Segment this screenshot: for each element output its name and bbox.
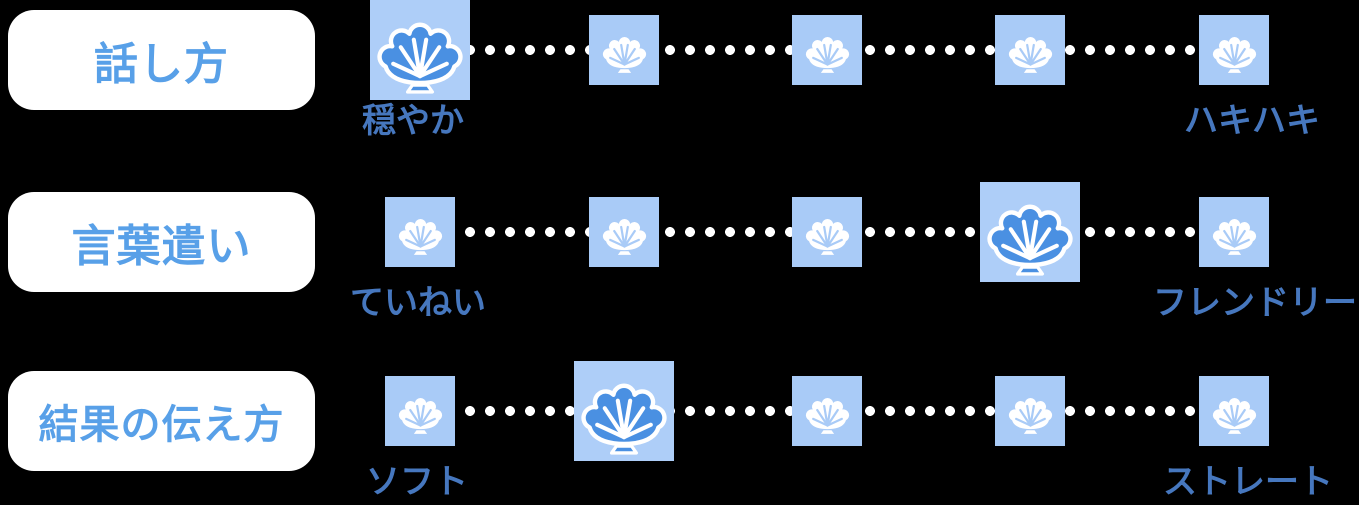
- scale-option[interactable]: [995, 376, 1065, 446]
- shell-icon: [1211, 209, 1258, 256]
- shell-icon: [1211, 27, 1258, 74]
- preference-row-result-delivery: 結果の伝え方 ソフト ストレート: [0, 361, 1359, 505]
- scale-option[interactable]: [1199, 197, 1269, 267]
- shell-icon: [376, 6, 464, 94]
- shell-icon: [804, 209, 851, 256]
- shell-icon: [986, 188, 1074, 276]
- category-label: 結果の伝え方: [38, 402, 285, 448]
- category-pill: 結果の伝え方: [8, 371, 315, 471]
- shell-icon: [397, 388, 444, 435]
- scale-min-label: ていねい: [350, 283, 486, 323]
- preference-row-wording: 言葉遣い ていねい フレンドリー: [0, 182, 1359, 332]
- scale-option[interactable]: [1199, 15, 1269, 85]
- scale-option[interactable]: [792, 197, 862, 267]
- shell-icon: [397, 209, 444, 256]
- category-label: 話し方: [94, 39, 229, 90]
- scale-min-label: ソフト: [366, 462, 468, 502]
- scale-option[interactable]: [385, 197, 455, 267]
- scale-option[interactable]: [1199, 376, 1269, 446]
- shell-icon: [580, 367, 668, 455]
- scale-option[interactable]: [370, 0, 470, 100]
- shell-icon: [804, 388, 851, 435]
- scale-option[interactable]: [574, 361, 674, 461]
- scale-option[interactable]: [385, 376, 455, 446]
- scale-option[interactable]: [995, 15, 1065, 85]
- scale-max-label: ハキハキ: [1184, 101, 1320, 141]
- shell-icon: [1211, 388, 1258, 435]
- scale-option[interactable]: [589, 15, 659, 85]
- shell-icon: [1007, 388, 1054, 435]
- scale-option[interactable]: [589, 197, 659, 267]
- scale-option[interactable]: [980, 182, 1080, 282]
- shell-icon: [601, 27, 648, 74]
- shell-icon: [804, 27, 851, 74]
- scale-max-label: ストレート: [1163, 462, 1333, 502]
- shell-icon: [1007, 27, 1054, 74]
- scale-option[interactable]: [792, 15, 862, 85]
- category-pill: 話し方: [8, 10, 315, 110]
- scale-max-label: フレンドリー: [1153, 283, 1357, 323]
- scale-min-label: 穏やか: [362, 101, 464, 141]
- preference-row-speaking-style: 話し方 穏やか ハキハキ: [0, 0, 1359, 150]
- scale-option[interactable]: [792, 376, 862, 446]
- shell-icon: [601, 209, 648, 256]
- category-pill: 言葉遣い: [8, 192, 315, 292]
- category-label: 言葉遣い: [71, 221, 252, 272]
